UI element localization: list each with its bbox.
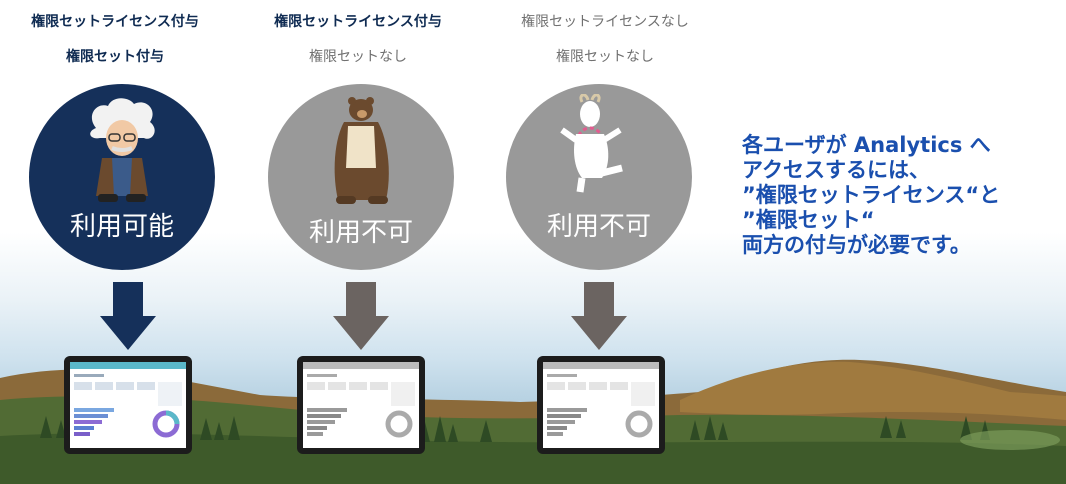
- explanation-line-5: 両方の付与が必要です。: [742, 233, 971, 257]
- explanation-text: 各ユーザが Analytics へ アクセスするには、 ”権限セットライセンス“…: [742, 133, 1000, 258]
- explanation-line-2: アクセスするには、: [742, 158, 930, 182]
- col2-status-text: 利用不可: [308, 218, 413, 248]
- col1-status-text: 利用可能: [69, 212, 174, 242]
- explanation-line-1: 各ユーザが Analytics へ: [742, 133, 991, 157]
- col3-down-arrow: [571, 282, 627, 350]
- explanation-line-4: ”権限セット“: [742, 208, 875, 232]
- laptop-icon: [64, 356, 192, 454]
- col2-permset-label: 権限セットなし: [309, 49, 407, 65]
- col1-status-circle: 利用可能: [29, 84, 215, 270]
- col2-license-label: 権限セットライセンス付与: [274, 14, 442, 30]
- col1-license-label: 権限セットライセンス付与: [31, 14, 199, 30]
- col3-status-text: 利用不可: [546, 212, 651, 242]
- bear-icon: [334, 97, 389, 204]
- col3-laptop-dashboard: [537, 356, 665, 456]
- laptop-icon: [537, 356, 665, 454]
- col2-down-arrow: [333, 282, 389, 350]
- col1-laptop-dashboard: [64, 356, 192, 456]
- col2-status-circle: 利用不可: [268, 84, 454, 270]
- col2-laptop-dashboard: [297, 356, 425, 456]
- einstein-icon: [90, 98, 155, 202]
- laptop-icon: [297, 356, 425, 454]
- col3-license-label: 権限セットライセンスなし: [521, 14, 689, 30]
- col3-permset-label: 権限セットなし: [556, 49, 654, 65]
- col3-status-circle: 利用不可: [506, 84, 692, 270]
- explanation-line-3: ”権限セットライセンス“と: [742, 183, 1001, 207]
- col1-permset-label: 権限セット付与: [66, 49, 164, 65]
- col1-down-arrow: [100, 282, 156, 350]
- goat-icon: [560, 94, 623, 193]
